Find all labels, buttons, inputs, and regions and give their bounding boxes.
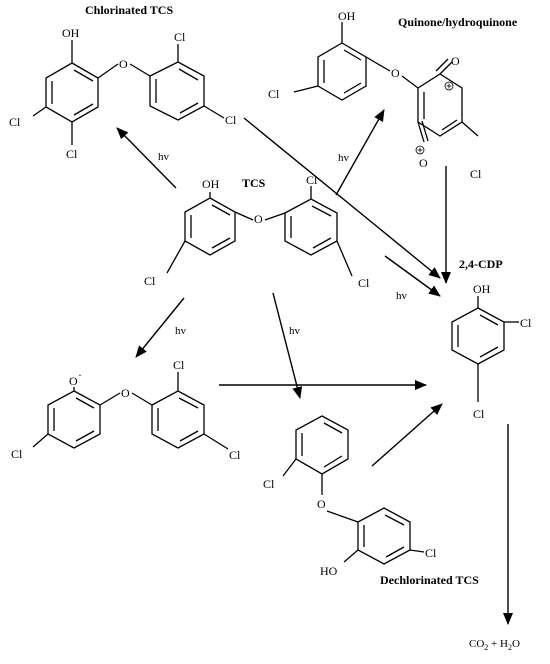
chlorinated-cl-1: Cl — [174, 30, 186, 44]
radical-cl-3: Cl — [229, 448, 241, 462]
hv-label-quinone: hv — [338, 152, 350, 164]
radical-oxygen-label: O — [69, 374, 78, 388]
cdp-title: 2,4-CDP — [459, 257, 503, 271]
tcs-cl-3: Cl — [358, 276, 370, 290]
tcs-cl-1: Cl — [306, 173, 318, 187]
dechlorinated-cl-1: Cl — [263, 477, 275, 491]
dechlorinated-tcs-structure — [282, 415, 425, 565]
cdp-cl-1: Cl — [520, 316, 532, 330]
dechlorinated-ether-oxygen: O — [317, 497, 326, 511]
chlorinated-oh-label: OH — [62, 26, 80, 40]
cdp-structure — [451, 296, 519, 402]
hv-label-chlorination: hv — [158, 151, 170, 163]
quinone-oh-label: OH — [338, 9, 356, 23]
phenoxy-radical-structure — [32, 372, 229, 450]
quinone-carbonyl-bottom: O — [419, 156, 428, 170]
cdp-cl-2: Cl — [473, 407, 485, 421]
hv-label-dechlorination: hv — [289, 325, 301, 337]
chlorinated-tcs-title: Chlorinated TCS — [85, 3, 173, 17]
quinone-cl-right: Cl — [470, 167, 482, 181]
radical-ether-oxygen: O — [121, 386, 130, 400]
chlorinated-tcs-structure — [32, 40, 225, 145]
hv-label-radical: hv — [175, 325, 187, 337]
dechlorinated-ho-label: HO — [320, 564, 338, 578]
radical-dot: · — [78, 368, 82, 382]
dechlorinated-cl-2: Cl — [425, 546, 437, 560]
dechlorinated-tcs-title: Dechlorinated TCS — [380, 573, 479, 587]
tcs-oh-label: OH — [202, 177, 220, 191]
tcs-ether-oxygen: O — [254, 212, 263, 226]
chlorinated-cl-2: Cl — [9, 115, 21, 129]
hv-label-cdp: hv — [396, 290, 408, 302]
radical-cl-1: Cl — [173, 358, 185, 372]
quinone-title: Quinone/hydroquinone — [398, 15, 518, 29]
quinone-structure — [293, 22, 479, 155]
chlorinated-cl-3: Cl — [66, 147, 78, 161]
quinone-carbonyl-top: O — [451, 54, 460, 68]
reaction-arrows — [116, 109, 513, 625]
chlorinated-ether-oxygen: O — [119, 57, 128, 71]
cdp-oh-label: OH — [473, 282, 491, 296]
quinone-ether-oxygen: O — [391, 66, 400, 80]
quinone-cl-left: Cl — [268, 87, 280, 101]
radical-cl-2: Cl — [11, 447, 23, 461]
final-products: CO2 + H2O — [469, 638, 520, 652]
tcs-title: TCS — [242, 176, 266, 190]
tcs-cl-2: Cl — [144, 274, 156, 288]
tcs-structure — [166, 186, 353, 277]
chlorinated-cl-4: Cl — [225, 113, 237, 127]
